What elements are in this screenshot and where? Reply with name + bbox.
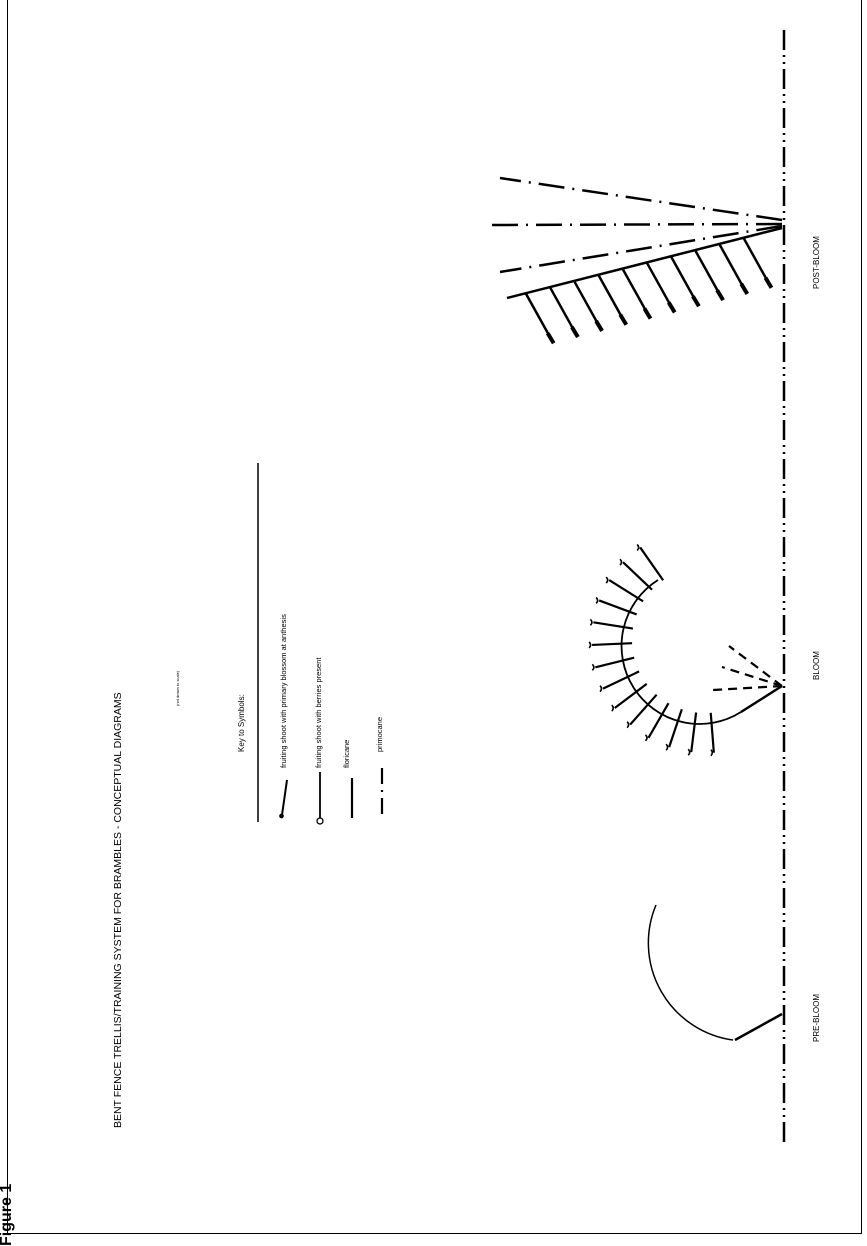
bloom-fruiting-shoot bbox=[637, 544, 663, 580]
post-bloom-fruiting-shoot bbox=[526, 293, 554, 343]
post-bloom-fruiting-shoot bbox=[550, 287, 578, 337]
bloom-fruiting-shoot bbox=[666, 709, 682, 750]
post-bloom-fruiting-shoot bbox=[598, 275, 626, 325]
key-symbol-blossom-shoot bbox=[280, 780, 287, 818]
bloom-fruiting-shoot bbox=[589, 642, 632, 648]
post-bloom-fruiting-shoot bbox=[647, 262, 675, 312]
key-symbol-berry-shoot bbox=[317, 772, 323, 824]
bloom-plant bbox=[622, 580, 782, 724]
bloom-fruiting-shoot bbox=[646, 703, 669, 741]
bloom-fruiting-shoot bbox=[592, 658, 634, 671]
post-bloom-fruiting-shoot bbox=[574, 281, 602, 331]
pre-bloom-plant bbox=[648, 905, 782, 1040]
bloom-fruiting-shoot bbox=[620, 559, 652, 590]
post-bloom-fruiting-shoot bbox=[671, 256, 699, 306]
bloom-fruiting-shoots bbox=[589, 544, 714, 755]
bloom-fruiting-shoot bbox=[711, 713, 714, 756]
post-bloom-fruiting-shoot bbox=[623, 269, 651, 319]
post-bloom-fruiting-shoot bbox=[719, 244, 747, 294]
post-bloom-fruiting-shoot bbox=[744, 238, 772, 288]
bloom-fruiting-shoot bbox=[606, 577, 643, 601]
post-bloom-fruiting-shoots bbox=[526, 238, 772, 343]
bloom-fruiting-shoot bbox=[596, 597, 636, 614]
post-bloom-fruiting-shoot bbox=[695, 250, 723, 300]
bloom-fruiting-shoot bbox=[688, 712, 696, 755]
